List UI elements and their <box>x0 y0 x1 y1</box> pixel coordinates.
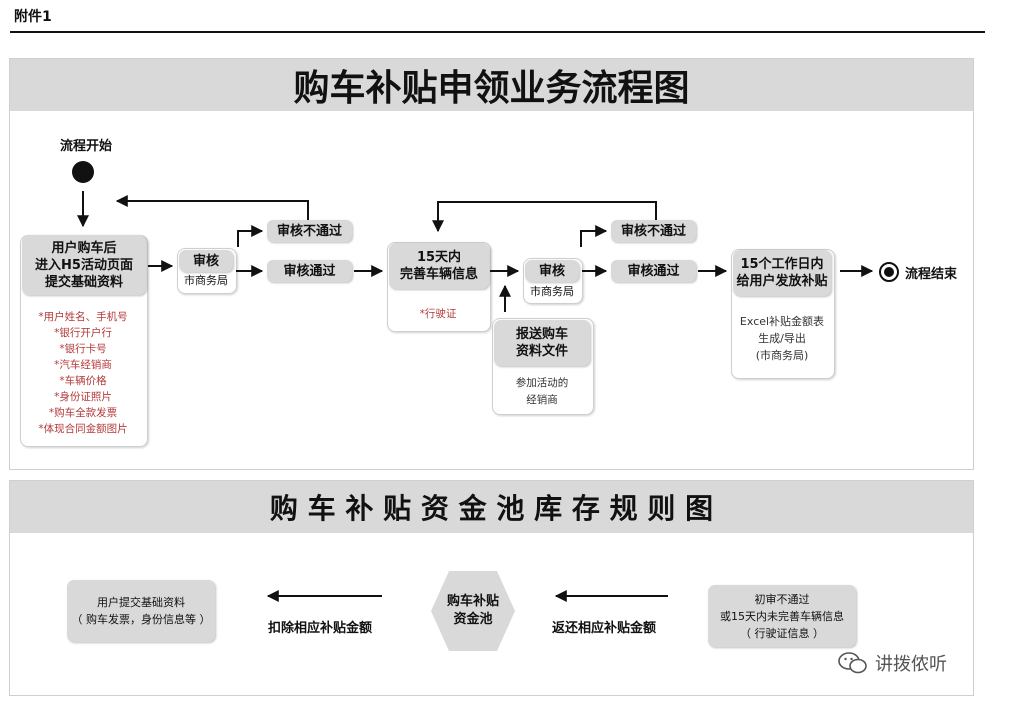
fund-pool-hexagon: 购车补贴 资金池 <box>431 571 515 651</box>
reject1-box: 审核不通过 <box>267 220 352 242</box>
review1-box: 审核 <box>179 250 233 272</box>
pool-right-box: 初审不通过 或15天内未完善车辆信息 （ 行驶证信息 ） <box>708 585 856 647</box>
watermark-text: 讲拨侬听 <box>875 654 947 675</box>
payout-box: 15个工作日内 给用户发放补贴 <box>733 250 831 296</box>
user-submit-box: 用户购车后 进入H5活动页面 提交基础资料 <box>22 235 146 295</box>
pass1-box: 审核通过 <box>267 260 352 282</box>
end-node-icon <box>879 262 899 282</box>
pass2-box: 审核通过 <box>611 260 696 282</box>
wechat-icon <box>838 651 868 679</box>
arrow-reject1-loop <box>115 195 309 220</box>
payout-note: Excel补贴金额表 生成/导出 (市商务局) <box>739 315 825 362</box>
annex-label: 附件1 <box>14 9 52 25</box>
reject2-box: 审核不通过 <box>611 220 696 242</box>
review2-sub: 市商务局 <box>530 285 574 298</box>
complete-info-box: 15天内 完善车辆信息 <box>389 243 489 289</box>
review2-box: 审核 <box>525 260 579 282</box>
refund-label: 返还相应补贴金额 <box>552 621 657 636</box>
end-label: 流程结束 <box>905 267 958 282</box>
arrow-reject2-loop <box>432 201 657 233</box>
deduct-label: 扣除相应补贴金额 <box>268 621 373 636</box>
start-node-icon <box>72 161 94 183</box>
header-rule <box>10 31 985 33</box>
complete-info-note: *行驶证 <box>419 308 457 320</box>
dealer-note: 参加活动的 经销商 <box>515 377 569 406</box>
review1-sub: 市商务局 <box>184 274 228 287</box>
arrow-review1-to-reject1 <box>237 225 264 247</box>
start-label: 流程开始 <box>60 139 113 154</box>
arrow-review2-to-reject2 <box>580 225 608 247</box>
dealer-submit-box: 报送购车 资料文件 <box>494 320 590 366</box>
user-materials-list: *用户姓名、手机号 *银行开户行 *银行卡号 *汽车经销商 *车辆价格 *身份证… <box>38 311 128 435</box>
flow-title: 购车补贴申领业务流程图 <box>10 59 973 111</box>
pool-left-box: 用户提交基础资料 （ 购车发票，身份信息等 ） <box>67 580 215 642</box>
pool-title: 购 车 补 贴 资 金 池 库 存 规 则 图 <box>10 481 973 533</box>
